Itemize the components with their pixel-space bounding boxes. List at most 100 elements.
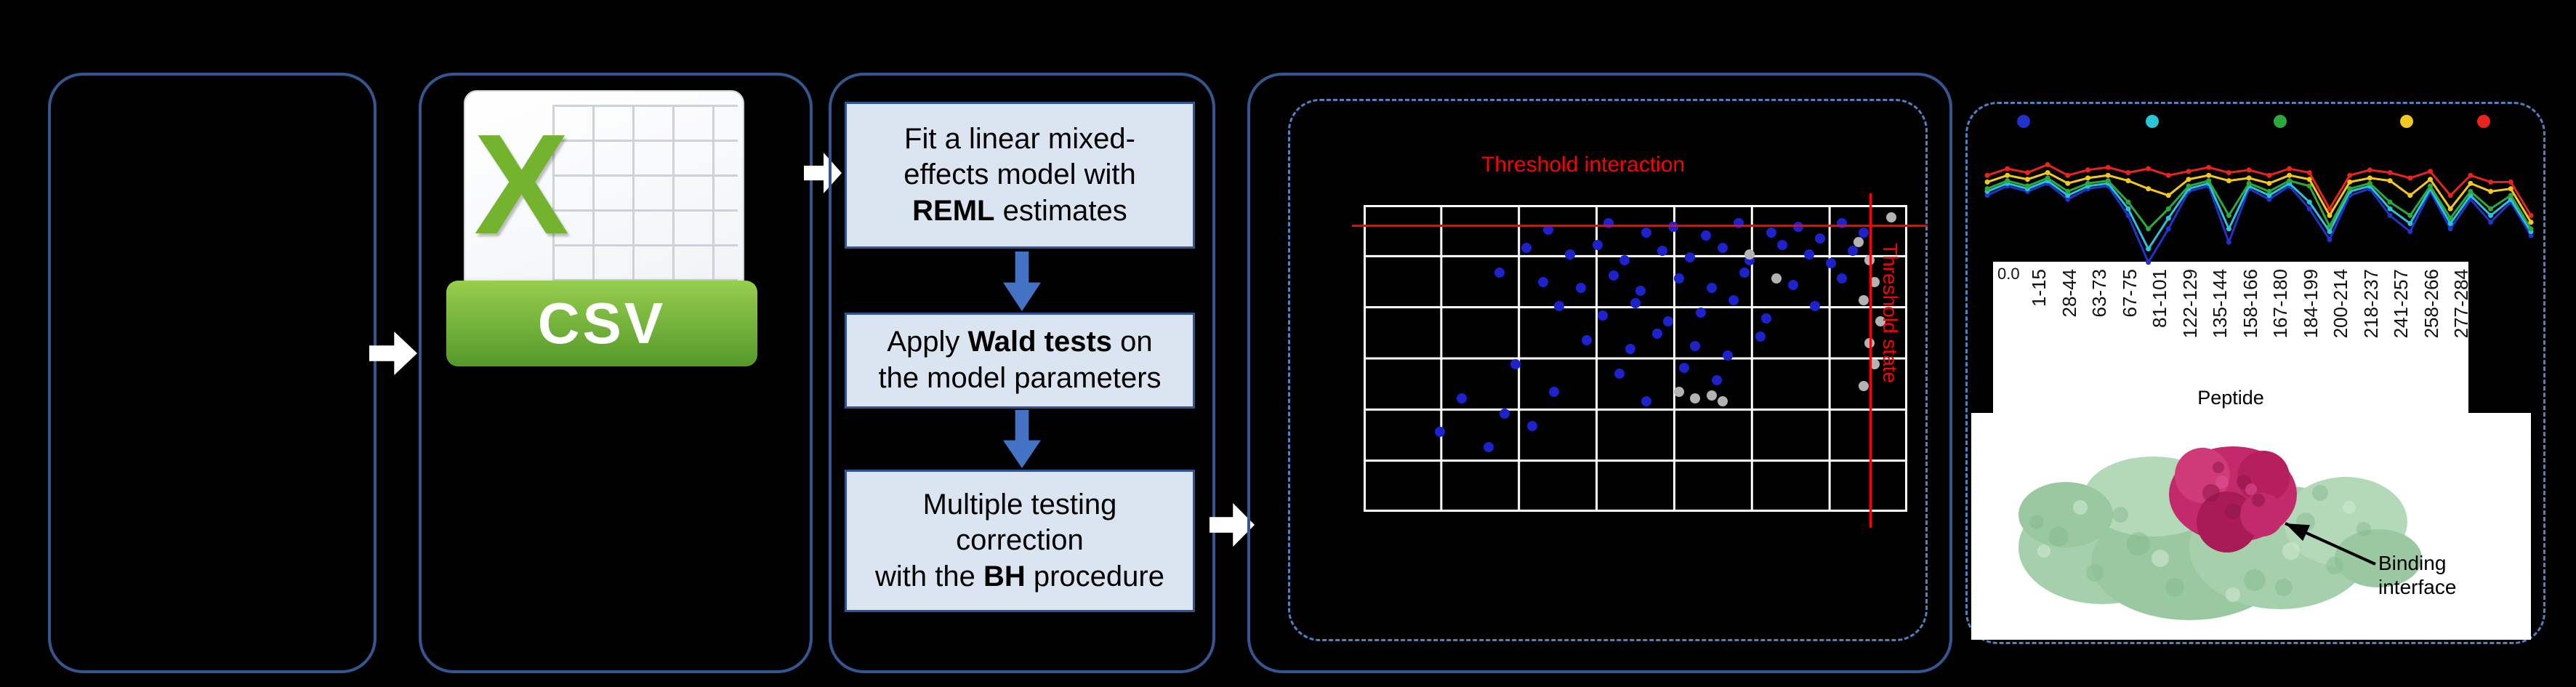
binding-site-region [2169, 446, 2297, 553]
legend-dot-icon [2477, 115, 2490, 128]
scatter-point [1548, 387, 1559, 398]
peptide-tick-label: 277-284 [2450, 269, 2472, 339]
scatter-point [1581, 334, 1592, 345]
scatter-point [1690, 393, 1701, 403]
scatter-point [1592, 239, 1603, 250]
scatter-point [1537, 276, 1548, 287]
peptide-tick-label: 135-144 [2209, 269, 2231, 339]
scatter-point [1706, 282, 1717, 293]
scatter-points-layer [1364, 205, 1907, 512]
uptake-line-chart [1984, 162, 2534, 265]
scatter-point [1809, 301, 1820, 312]
scatter-point [1853, 236, 1864, 247]
csv-file-icon: X CSV [443, 86, 760, 371]
scatter-point [1635, 286, 1646, 297]
scatter-point [1859, 380, 1869, 391]
scatter-point [1869, 359, 1880, 370]
peptide-tick-label: 81-101 [2149, 269, 2170, 328]
step-text: Multiple testing correction with the BH … [875, 488, 1164, 592]
scatter-point [1500, 408, 1510, 419]
step-text: Apply Wald tests on the model parameters [878, 326, 1162, 394]
peptide-tick-label: 241-257 [2390, 269, 2412, 339]
scatter-plot [1352, 193, 1928, 528]
scatter-dashed-panel [1288, 99, 1928, 641]
legend-dot-icon [2017, 115, 2030, 128]
protein-green-surface [2018, 457, 2422, 620]
scatter-point [1684, 252, 1695, 262]
scatter-point [1717, 396, 1728, 407]
threshold-line-horizontal [1352, 225, 1928, 228]
scatter-point [1787, 279, 1798, 290]
csv-banner-label: CSV [446, 281, 757, 366]
peptide-tick-label: 167-180 [2269, 269, 2291, 339]
scatter-point [1760, 313, 1771, 324]
step-box-bh: Multiple testing correction with the BH … [845, 470, 1195, 612]
scatter-point [1804, 249, 1815, 260]
threshold-label-right: Threshold state [1879, 243, 1901, 383]
results-dashed-panel [1965, 102, 2545, 644]
scatter-point [1576, 282, 1587, 293]
peptide-tick-label: 184-199 [2299, 269, 2322, 339]
scatter-point [1526, 420, 1537, 431]
scatter-point [1701, 230, 1712, 241]
scatter-point [1673, 273, 1684, 284]
scatter-point [1717, 243, 1728, 254]
legend-dot-icon [2146, 115, 2159, 128]
scatter-point [1456, 393, 1467, 403]
scatter-point [1657, 246, 1668, 257]
scatter-point [1609, 270, 1619, 281]
scatter-point [1712, 374, 1723, 385]
peptide-tick-label: 218-237 [2359, 269, 2382, 339]
scatter-point [1651, 329, 1662, 340]
threshold-line-vertical [1869, 193, 1872, 528]
scatter-point [1641, 396, 1651, 407]
scatter-point [1744, 249, 1755, 260]
protein-structure-image: Binding interface [1971, 413, 2531, 640]
scatter-point [1875, 316, 1885, 327]
scatter-point [1679, 362, 1690, 373]
uptake-series-line [1987, 171, 2532, 223]
scatter-point [1848, 246, 1859, 257]
scatter-point [1625, 344, 1635, 355]
spreadsheet-grid [552, 105, 738, 286]
peptide-tick-label: 200-214 [2330, 269, 2351, 339]
scatter-point [1662, 316, 1673, 327]
csv-panel [419, 73, 813, 673]
scatter-point [1723, 350, 1734, 361]
scatter-point [1771, 273, 1782, 284]
scatter-point [1776, 239, 1787, 250]
uptake-series-line [1987, 182, 2532, 265]
uptake-series-line [1987, 177, 2532, 231]
scatter-point [1494, 267, 1505, 278]
scatter-outer-panel [1247, 73, 1952, 673]
step-box-reml: Fit a linear mixed- effects model with R… [845, 102, 1195, 249]
scatter-point [1614, 369, 1625, 379]
legend-dot-icon [2274, 115, 2287, 128]
scatter-point [1728, 294, 1739, 305]
scatter-point [1641, 227, 1651, 238]
scatter-point [1815, 233, 1826, 244]
scatter-point [1859, 227, 1869, 238]
scatter-point [1885, 212, 1896, 222]
scatter-point [1554, 301, 1565, 312]
binding-interface-label: Binding interface [2378, 552, 2457, 599]
protein-surface [2018, 446, 2422, 620]
threshold-label-top: Threshold interaction [1481, 153, 1686, 177]
step-text: Fit a linear mixed- effects model with R… [903, 122, 1136, 227]
uptake-series-line [1987, 163, 2532, 217]
scatter-point [1706, 390, 1717, 401]
steps-panel [829, 73, 1215, 673]
uptake-legend-dots [1981, 115, 2537, 131]
scatter-point [1766, 227, 1776, 238]
scatter-point [1869, 276, 1880, 287]
legend-dot-icon [2400, 115, 2413, 128]
scatter-point [1619, 254, 1630, 265]
y-axis-tick: 0.0 [1997, 265, 2020, 283]
binding-interface-arrow [2285, 522, 2376, 566]
scatter-point [1521, 243, 1532, 254]
scatter-point [1673, 387, 1684, 398]
scatter-point [1690, 341, 1701, 352]
excel-x-letter: X [474, 105, 569, 264]
scatter-point [1695, 307, 1706, 318]
